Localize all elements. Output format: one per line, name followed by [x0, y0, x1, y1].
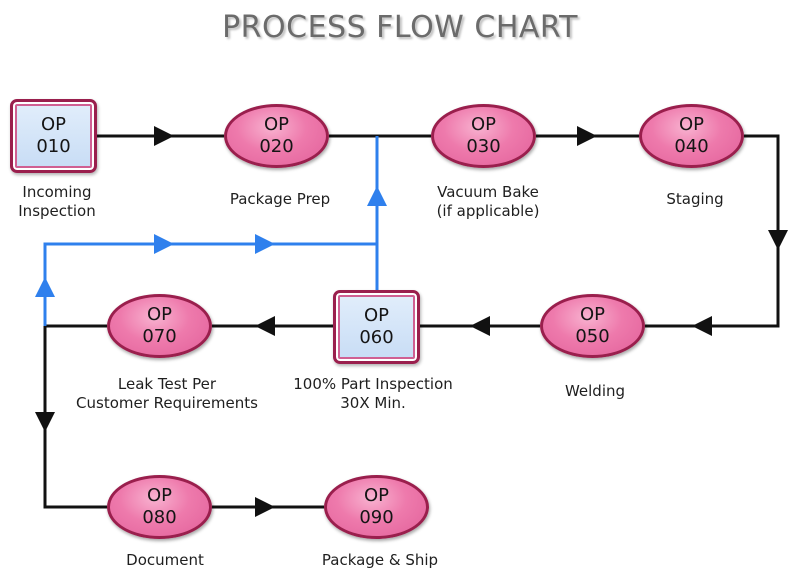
node-op-040: OP 040 [639, 104, 744, 168]
arrow-left-icon [255, 316, 275, 336]
label-line: Incoming [22, 183, 92, 201]
node-op-070: OP 070 [107, 294, 212, 358]
label-op-060: 100% Part Inspection 30X Min. [293, 375, 453, 413]
label-line: Package & Ship [321, 551, 439, 569]
node-op-080: OP 080 [107, 475, 212, 539]
arrow-right-icon [154, 234, 174, 254]
label-line: Document [126, 551, 204, 569]
op-number: 060 [359, 327, 394, 348]
op-number: 030 [466, 136, 501, 157]
op-label: OP [363, 485, 390, 506]
op-number: 090 [359, 507, 394, 528]
op-number: 070 [142, 326, 177, 347]
op-label: OP [678, 114, 705, 135]
op-number: 050 [575, 326, 610, 347]
arrow-right-icon [255, 234, 275, 254]
op-number: 010 [36, 136, 71, 157]
arrow-down-icon [768, 230, 788, 250]
label-line: Leak Test Per [117, 375, 217, 393]
arrow-up-icon [367, 186, 387, 206]
op-label: OP [146, 304, 173, 325]
op-label: OP [579, 304, 606, 325]
label-line: Staging [666, 190, 724, 208]
op-number: 020 [259, 136, 294, 157]
node-op-010: OP 010 [10, 99, 97, 173]
node-op-060: OP 060 [333, 290, 420, 364]
label-op-090: Package & Ship [322, 551, 438, 570]
node-op-020: OP 020 [224, 104, 329, 168]
op-number: 040 [674, 136, 709, 157]
label-line: 30X Min. [340, 394, 406, 412]
node-op-090: OP 090 [324, 475, 429, 539]
label-op-020: Package Prep [230, 190, 330, 209]
label-op-080: Document [126, 551, 204, 570]
arrow-right-icon [154, 126, 174, 146]
label-line: Welding [564, 382, 626, 400]
arrow-left-icon [692, 316, 712, 336]
arrow-down-icon [35, 412, 55, 432]
op-label: OP [363, 305, 390, 326]
op-label: OP [40, 114, 67, 135]
arrow-right-icon [255, 497, 275, 517]
connector-070-080 [43, 324, 107, 509]
label-op-050: Welding [565, 382, 625, 401]
arrow-right-icon [577, 126, 597, 146]
chart-title: PROCESS FLOW CHART [222, 10, 578, 45]
label-op-040: Staging [666, 190, 723, 209]
label-op-030: Vacuum Bake (if applicable) [437, 183, 540, 221]
label-line: (if applicable) [436, 202, 540, 220]
label-line: Package Prep [229, 190, 331, 208]
rework-connector-070-020 [43, 242, 377, 326]
op-label: OP [146, 485, 173, 506]
op-label: OP [263, 114, 290, 135]
op-label: OP [470, 114, 497, 135]
arrow-up-icon [35, 277, 55, 297]
arrow-left-icon [470, 316, 490, 336]
op-number: 080 [142, 507, 177, 528]
label-line: Customer Requirements [76, 394, 258, 412]
label-op-070: Leak Test Per Customer Requirements [76, 375, 258, 413]
label-line: Vacuum Bake [437, 183, 539, 201]
node-op-030: OP 030 [431, 104, 536, 168]
label-line: 100% Part Inspection [293, 375, 453, 393]
label-line: Inspection [18, 202, 96, 220]
label-op-010: Incoming Inspection [18, 183, 95, 221]
node-op-050: OP 050 [540, 294, 645, 358]
